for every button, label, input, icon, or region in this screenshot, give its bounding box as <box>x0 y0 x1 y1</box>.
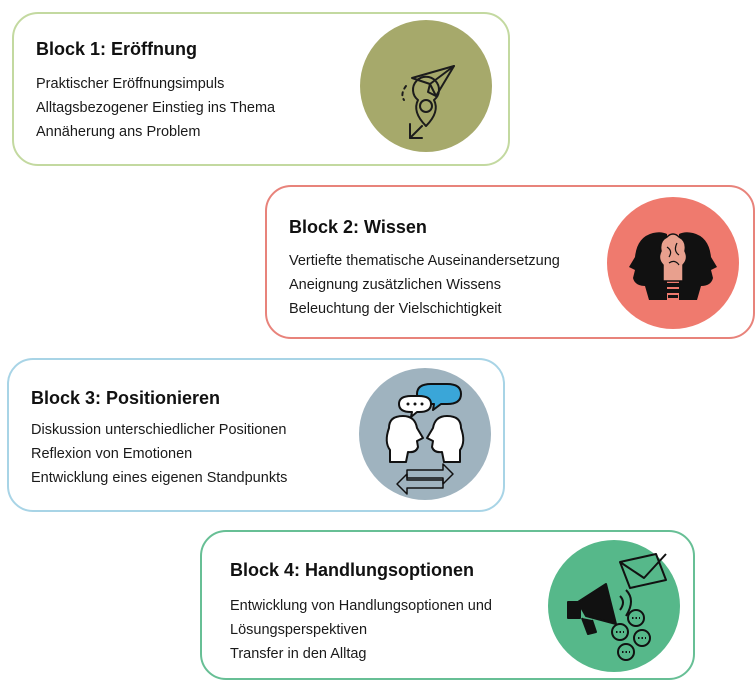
block-title: Block 2: Wissen <box>289 217 427 237</box>
head-brain-lightbulb-icon <box>607 197 739 329</box>
block-line: Vertiefte thematische Auseinandersetzung <box>289 253 560 269</box>
block-lines: Vertiefte thematische Auseinandersetzung… <box>289 249 560 321</box>
block-lines: Praktischer Eröffnungsimpuls Alltagsbezo… <box>36 72 275 144</box>
megaphone-mail-icon <box>548 540 680 672</box>
block-line: Transfer in den Alltag <box>230 646 367 662</box>
block-lines: Diskussion unterschiedlicher Positionen … <box>31 418 287 490</box>
block-2-card: Block 2: Wissen Vertiefte thematische Au… <box>265 185 755 339</box>
block-line: Beleuchtung der Vielschichtigkeit <box>289 301 502 317</box>
discussion-heads-icon <box>359 368 491 500</box>
block-line: Praktischer Eröffnungsimpuls <box>36 76 225 92</box>
paper-plane-location-icon <box>360 20 492 152</box>
block-title: Block 4: Handlungsoptionen <box>230 560 475 580</box>
block-line: Annäherung ans Problem <box>36 124 201 140</box>
block-line: Diskussion unterschiedlicher Positionen <box>31 422 287 438</box>
block-lines: Entwicklung von Handlungsoptionen und Lö… <box>230 594 492 666</box>
block-line: Alltagsbezogener Einstieg ins Thema <box>36 100 276 116</box>
block-line: Entwicklung eines eigenen Standpunkts <box>31 470 288 486</box>
block-3-card: Block 3: Positionieren Diskussion unters… <box>7 358 505 512</box>
block-line: Entwicklung von Handlungsoptionen und <box>230 598 492 614</box>
block-title: Block 3: Positionieren <box>31 388 221 408</box>
block-line: Reflexion von Emotionen <box>31 446 193 462</box>
block-line: Aneignung zusätzlichen Wissens <box>289 277 501 293</box>
block-line: Lösungsperspektiven <box>230 622 368 638</box>
block-4-card: Block 4: Handlungsoptionen Entwicklung v… <box>200 530 695 680</box>
block-title: Block 1: Eröffnung <box>36 39 197 59</box>
block-1-card: Block 1: Eröffnung Praktischer Eröffnung… <box>12 12 510 166</box>
